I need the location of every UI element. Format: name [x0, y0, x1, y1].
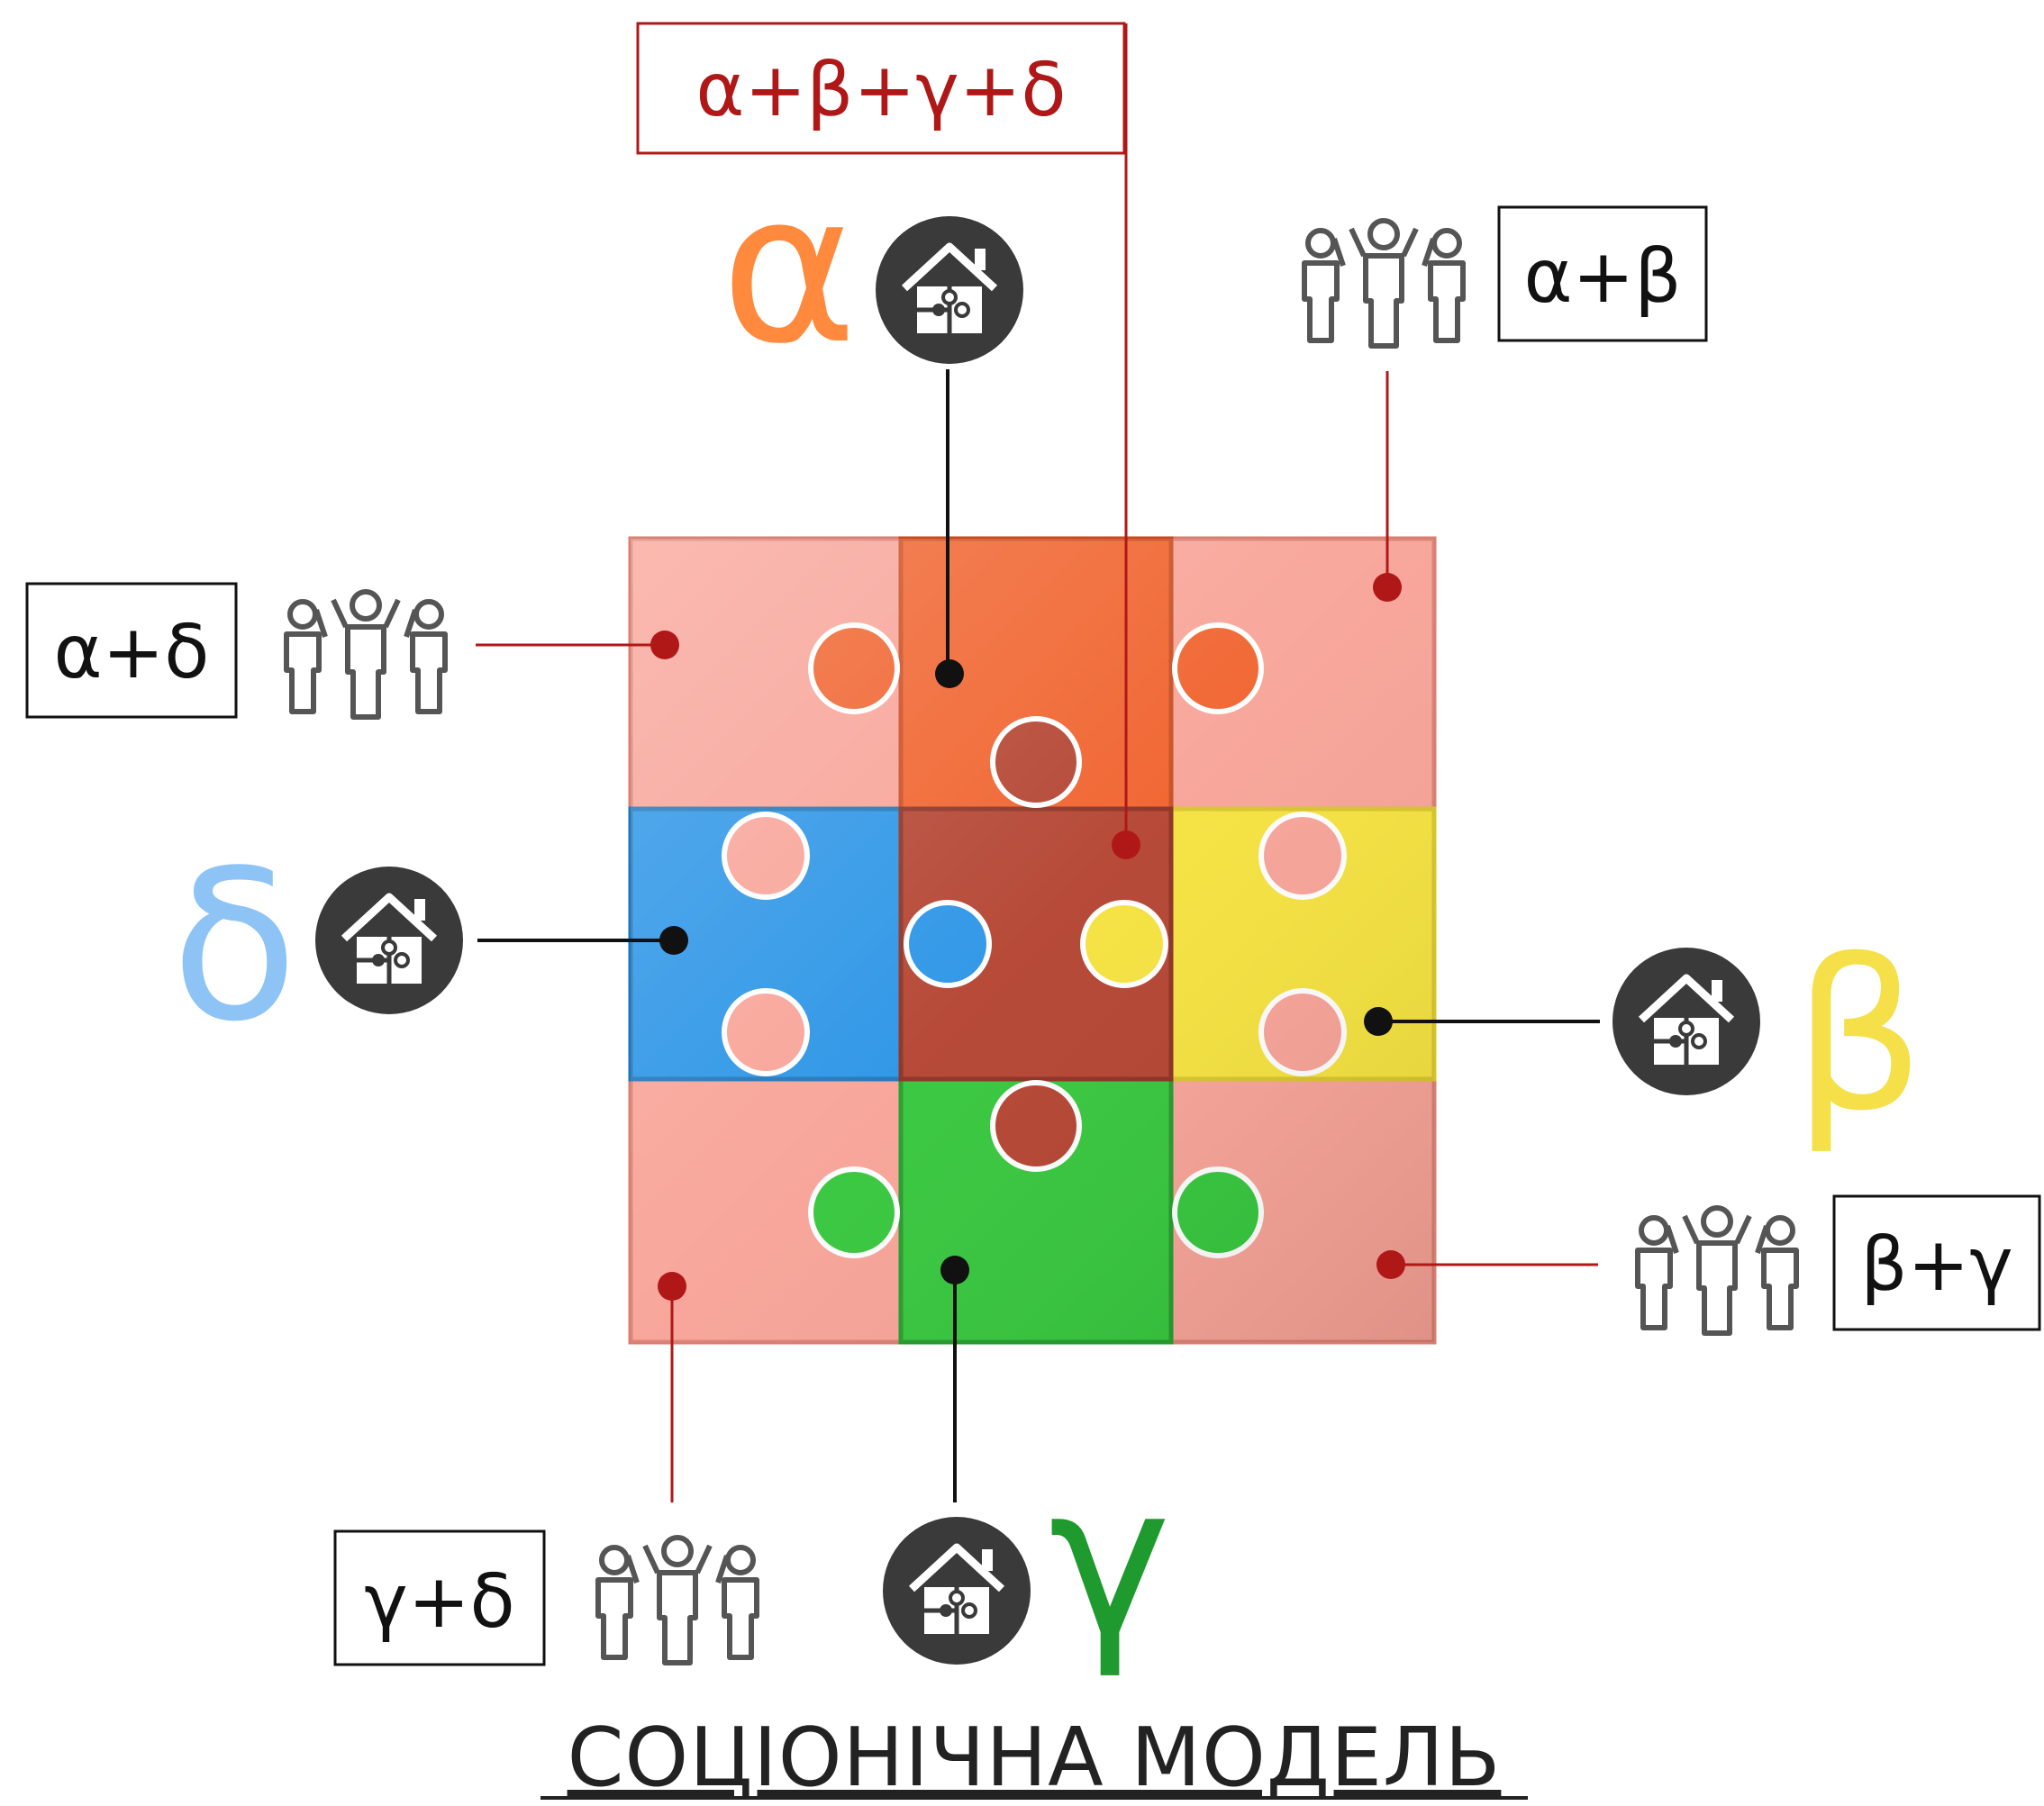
- gamma-symbol: γ: [1049, 1441, 1171, 1682]
- pair-label-alpha-delta: α+δ: [54, 610, 210, 695]
- dot-beta: [1364, 1007, 1393, 1036]
- combined-label: α+β+γ+δ: [695, 48, 1066, 133]
- people-group-icon-alpha-beta: [1304, 221, 1463, 346]
- house-puzzle-icon-gamma: [883, 1517, 1031, 1665]
- pair-box-alpha-delta: α+δ: [25, 582, 238, 719]
- alpha-symbol: α: [721, 150, 858, 390]
- pair-label-alpha-beta: α+β: [1523, 234, 1681, 320]
- pair-label-beta-gamma: β+γ: [1860, 1222, 2013, 1308]
- dot-alpha: [935, 659, 964, 688]
- dot-alpha-beta: [1373, 573, 1402, 602]
- dot-gamma: [940, 1256, 969, 1284]
- pair-box-alpha-beta: α+β: [1497, 205, 1708, 342]
- people-group-icon-beta-gamma: [1638, 1208, 1796, 1333]
- pair-label-gamma-delta: γ+δ: [364, 1559, 514, 1645]
- house-puzzle-icon-beta: [1612, 948, 1760, 1095]
- diagram-caption: СОЦІОНІЧНА МОДЕЛЬ: [568, 1711, 1502, 1805]
- dot-alpha-delta: [650, 631, 679, 659]
- people-group-icon-alpha-delta: [286, 592, 445, 717]
- house-puzzle-icon-alpha: [876, 216, 1023, 364]
- dot-delta: [659, 926, 688, 955]
- dot-gamma-delta: [658, 1272, 686, 1301]
- pair-box-beta-gamma: β+γ: [1832, 1194, 2041, 1331]
- puzzle-grid: [628, 536, 1437, 1345]
- pair-box-gamma-delta: γ+δ: [333, 1529, 546, 1666]
- house-puzzle-icon-delta: [315, 867, 463, 1014]
- dot-beta-gamma: [1376, 1250, 1405, 1279]
- dot-combined: [1112, 830, 1140, 859]
- connectors: [476, 23, 1600, 1502]
- beta-symbol: β: [1793, 917, 1925, 1157]
- combined-label-box: α+β+γ+δ: [636, 22, 1126, 155]
- people-group-icon-gamma-delta: [598, 1538, 757, 1663]
- delta-symbol: δ: [171, 827, 298, 1067]
